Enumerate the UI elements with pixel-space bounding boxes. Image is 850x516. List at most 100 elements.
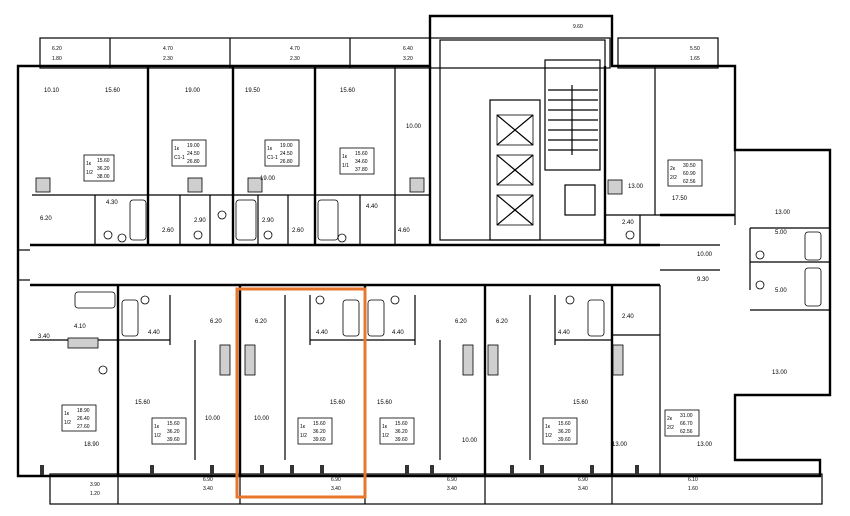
bathtub-icon (804, 231, 822, 261)
stove-icon (35, 177, 51, 193)
svg-text:1/2: 1/2 (300, 433, 307, 439)
svg-text:66.70: 66.70 (680, 421, 693, 427)
svg-text:1к: 1к (154, 424, 160, 430)
bathtub-icon (587, 299, 605, 337)
room-area: 15.60 (340, 88, 356, 94)
balcony-label: 3.40 (578, 486, 588, 492)
svg-text:36.20: 36.20 (167, 429, 180, 435)
elevator-icon (496, 114, 534, 226)
apartment-info: 1к С1-1 19.00 24.50 26.80 (264, 139, 300, 167)
selected-apartment-highlight[interactable] (235, 287, 367, 499)
room-area: 10.00 (254, 416, 270, 422)
apartment-info: 1к 1/2 15.60 36.20 39.60 (379, 417, 415, 445)
svg-text:36.20: 36.20 (313, 429, 326, 435)
room-area: 10.00 (462, 438, 478, 444)
svg-text:1к: 1к (382, 424, 388, 430)
bathtub-icon (74, 291, 116, 309)
room-area: 19.00 (185, 88, 201, 94)
stove-icon (247, 177, 263, 193)
bathtub-icon (367, 299, 385, 337)
svg-text:62.56: 62.56 (683, 179, 696, 185)
svg-text:2к: 2к (670, 166, 676, 172)
toilet-icon (337, 233, 347, 243)
stair-core (544, 59, 601, 171)
balcony-label: 1.65 (690, 56, 700, 62)
balcony-label: 3.40 (447, 486, 457, 492)
balcony-label: 6.20 (52, 46, 62, 52)
room-area: 10.00 (697, 252, 713, 258)
room-area: 17.50 (672, 196, 688, 202)
svg-text:15.60: 15.60 (313, 421, 326, 427)
bathtub-icon (235, 199, 257, 241)
apartment-info: 1к 1/2 15.60 36.20 39.60 (542, 417, 578, 445)
svg-text:1к: 1к (545, 424, 551, 430)
stove-icon (487, 344, 499, 376)
room-area: 4.40 (148, 330, 160, 336)
svg-text:26.80: 26.80 (280, 159, 293, 165)
stove-icon (244, 344, 256, 376)
top-balcony-strip (39, 37, 611, 69)
svg-text:1к: 1к (64, 411, 70, 417)
stove-icon (607, 179, 623, 195)
svg-text:60.90: 60.90 (683, 171, 696, 177)
balcony-label: 9.60 (573, 24, 583, 30)
svg-text:1/1: 1/1 (342, 163, 349, 169)
svg-text:38.00: 38.00 (97, 174, 110, 180)
svg-text:36.20: 36.20 (558, 429, 571, 435)
svg-text:1/2: 1/2 (545, 433, 552, 439)
svg-text:31.00: 31.00 (680, 413, 693, 419)
room-area: 2.60 (292, 228, 304, 234)
balcony-label: 4.70 (163, 46, 173, 52)
room-area: 4.40 (392, 330, 404, 336)
room-area: 13.00 (612, 442, 628, 448)
stove-icon (409, 177, 425, 193)
balcony-label: 1.20 (90, 491, 100, 497)
balcony-label: 4.70 (290, 46, 300, 52)
room-area: 13.00 (697, 442, 713, 448)
balcony-label: 1.80 (52, 56, 62, 62)
balcony-label: 1.60 (688, 486, 698, 492)
bathtub-icon (121, 299, 139, 337)
bathtub-icon (129, 199, 147, 241)
room-area: 2.90 (262, 218, 274, 224)
toilet-icon (390, 295, 400, 305)
apartment-info[interactable]: 1к 1/2 15.60 36.20 39.60 (297, 417, 333, 445)
room-area: 13.00 (775, 210, 791, 216)
svg-text:30.50: 30.50 (683, 163, 696, 169)
svg-text:1/2: 1/2 (64, 420, 71, 426)
balcony-label: 5.50 (690, 46, 700, 52)
svg-text:15.60: 15.60 (558, 421, 571, 427)
stove-icon (612, 344, 624, 376)
room-area: 3.40 (38, 334, 50, 340)
svg-text:2/2: 2/2 (667, 425, 674, 431)
svg-text:2/2: 2/2 (670, 175, 677, 181)
bathtub-icon (342, 299, 360, 337)
toilet-icon (625, 230, 635, 240)
apartment-info: 2к 2/2 31.00 66.70 62.56 (664, 409, 700, 437)
svg-text:62.56: 62.56 (680, 429, 693, 435)
room-area: 2.60 (162, 228, 174, 234)
svg-text:С1-1: С1-1 (174, 155, 185, 161)
svg-text:24.50: 24.50 (187, 151, 200, 157)
lift-shaft (489, 99, 541, 241)
balcony-label: 6.90 (331, 477, 341, 483)
room-area: 6.20 (40, 216, 52, 222)
room-area: 4.40 (558, 330, 570, 336)
svg-text:19.00: 19.00 (187, 143, 200, 149)
toilet-icon (140, 295, 150, 305)
toilet-icon (217, 210, 227, 220)
room-area: 6.20 (210, 319, 222, 325)
toilet-icon (193, 230, 203, 240)
stove-icon (187, 177, 203, 193)
room-area: 15.60 (105, 88, 121, 94)
svg-text:18.90: 18.90 (77, 408, 90, 414)
svg-text:37.80: 37.80 (355, 167, 368, 173)
stove-icon (462, 344, 474, 376)
stove-icon (67, 337, 99, 349)
room-area: 6.20 (455, 319, 467, 325)
apartment-info: 1к 1/2 18.90 26.40 27.60 (61, 404, 97, 432)
svg-text:2к: 2к (667, 416, 673, 422)
room-area: 10.10 (44, 88, 60, 94)
room-area: 13.00 (772, 370, 788, 376)
